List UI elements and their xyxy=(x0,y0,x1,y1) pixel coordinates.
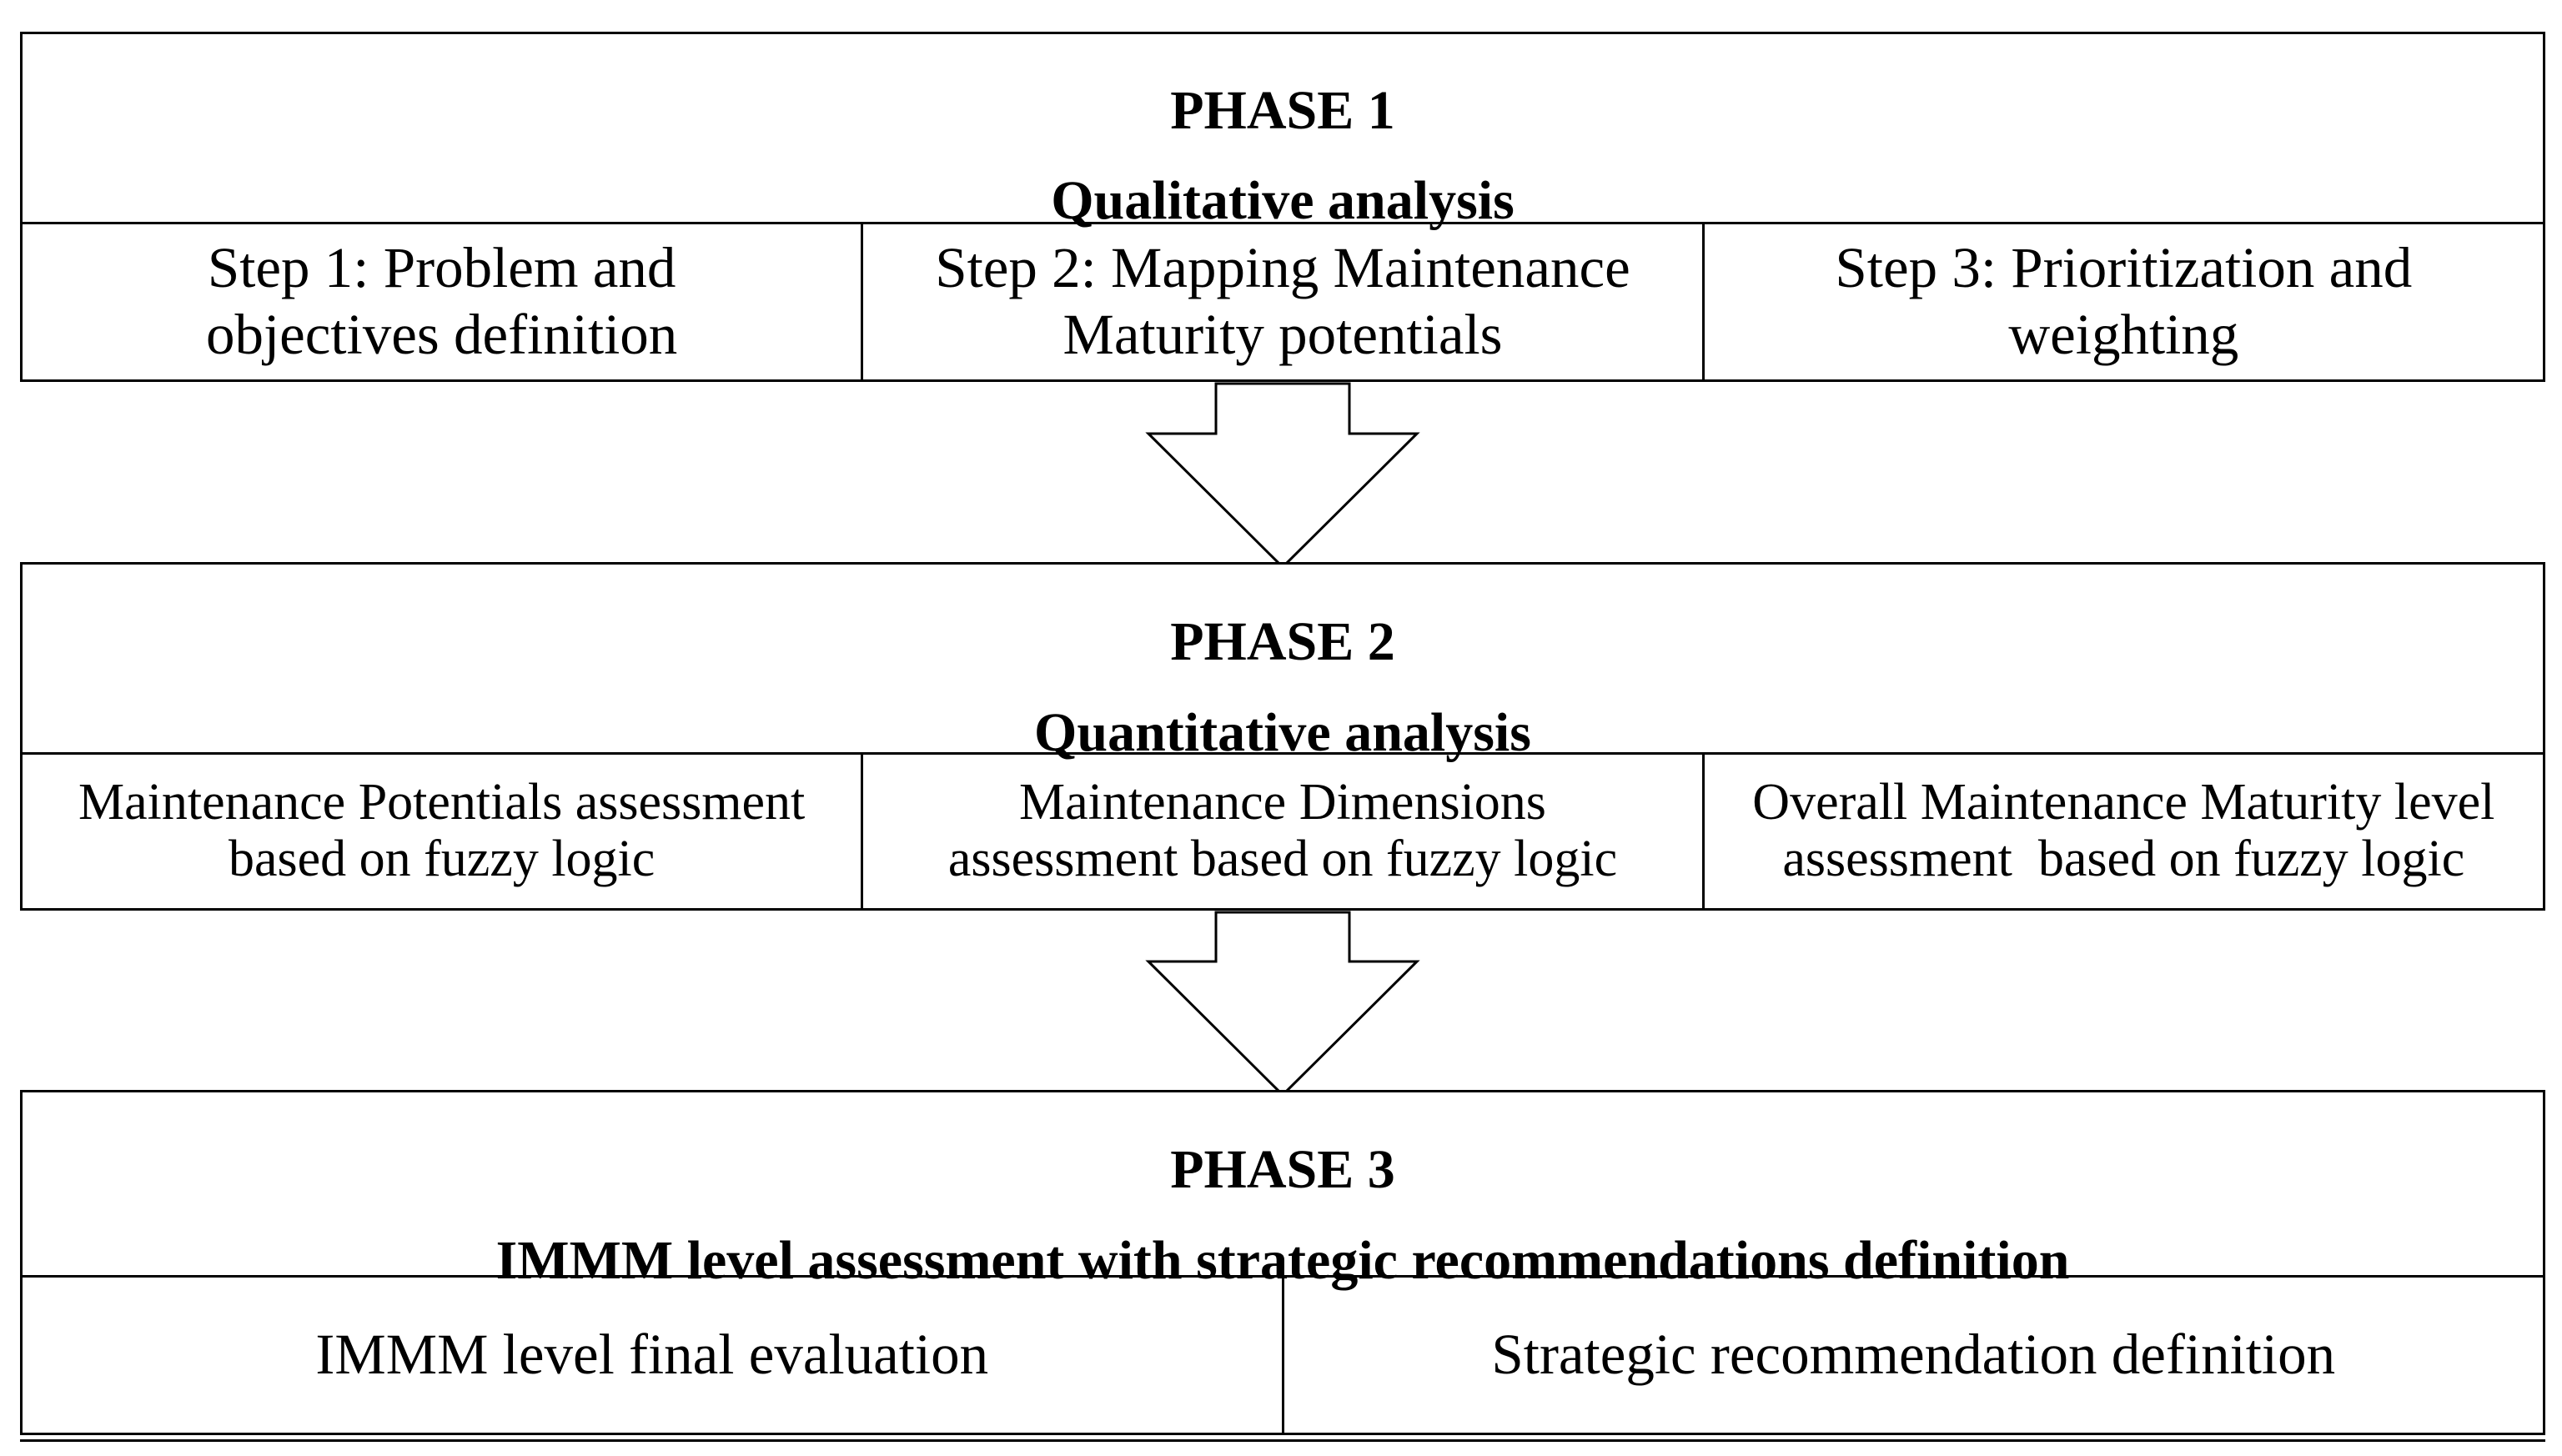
phase-1-header: PHASE 1 Qualitative analysis xyxy=(23,34,2543,231)
step-text-line: Strategic recommendation definition xyxy=(1491,1322,2336,1386)
phase-2-title: Quantitative analysis xyxy=(1034,702,1531,763)
phase-1-label: PHASE 1 xyxy=(1170,80,1395,141)
step-text-line: Step 2: Mapping Maintenance xyxy=(935,235,1630,299)
phase-2-step-2: Maintenance Dimensions assessment based … xyxy=(863,752,1705,908)
step-text-line: assessment based on fuzzy logic xyxy=(1782,830,2465,887)
down-arrow-shape xyxy=(1145,382,1420,570)
phase-3-steps: IMMM level final evaluation Strategic re… xyxy=(23,1275,2543,1433)
step-text-line: Step 1: Problem and xyxy=(207,235,676,299)
step-text-line: objectives definition xyxy=(206,302,678,366)
phase-2-header: PHASE 2 Quantitative analysis xyxy=(23,565,2543,763)
phase-2-label: PHASE 2 xyxy=(1170,611,1395,672)
phase-3-header: PHASE 3 IMMM level assessment with strat… xyxy=(23,1092,2543,1291)
step-text-line: based on fuzzy logic xyxy=(228,830,656,887)
phase-1-step-2: Step 2: Mapping Maintenance Maturity pot… xyxy=(863,222,1705,379)
phase-2-steps: Maintenance Potentials assessment based … xyxy=(23,752,2543,908)
phase-1-title: Qualitative analysis xyxy=(1051,170,1515,231)
step-text-line: Maturity potentials xyxy=(1062,302,1503,366)
step-text-line: IMMM level final evaluation xyxy=(315,1322,989,1386)
down-arrow-shape xyxy=(1145,911,1420,1097)
phase-3-box: PHASE 3 IMMM level assessment with strat… xyxy=(20,1090,2545,1435)
step-text-line: Maintenance Potentials assessment xyxy=(78,773,806,831)
phase-3-step-2: Strategic recommendation definition xyxy=(1284,1275,2544,1433)
phase-3-step-1: IMMM level final evaluation xyxy=(23,1275,1284,1433)
phase-1-box: PHASE 1 Qualitative analysis Step 1: Pro… xyxy=(20,32,2545,382)
phase-1-step-3: Step 3: Prioritization and weighting xyxy=(1705,222,2543,379)
bottom-border-line xyxy=(20,1439,2545,1442)
phase-3-label: PHASE 3 xyxy=(1170,1139,1395,1200)
step-text-line: Overall Maintenance Maturity level xyxy=(1752,773,2495,831)
phase-2-step-1: Maintenance Potentials assessment based … xyxy=(23,752,864,908)
step-text-line: Maintenance Dimensions xyxy=(1019,773,1546,831)
phase-1-step-1: Step 1: Problem and objectives definitio… xyxy=(23,222,864,379)
phase-1-steps: Step 1: Problem and objectives definitio… xyxy=(23,222,2543,379)
phase-2-step-3: Overall Maintenance Maturity level asses… xyxy=(1705,752,2543,908)
step-text-line: assessment based on fuzzy logic xyxy=(947,830,1618,887)
step-text-line: Step 3: Prioritization and xyxy=(1835,235,2413,299)
step-text-line: weighting xyxy=(2008,302,2239,366)
phase-2-box: PHASE 2 Quantitative analysis Maintenanc… xyxy=(20,562,2545,911)
